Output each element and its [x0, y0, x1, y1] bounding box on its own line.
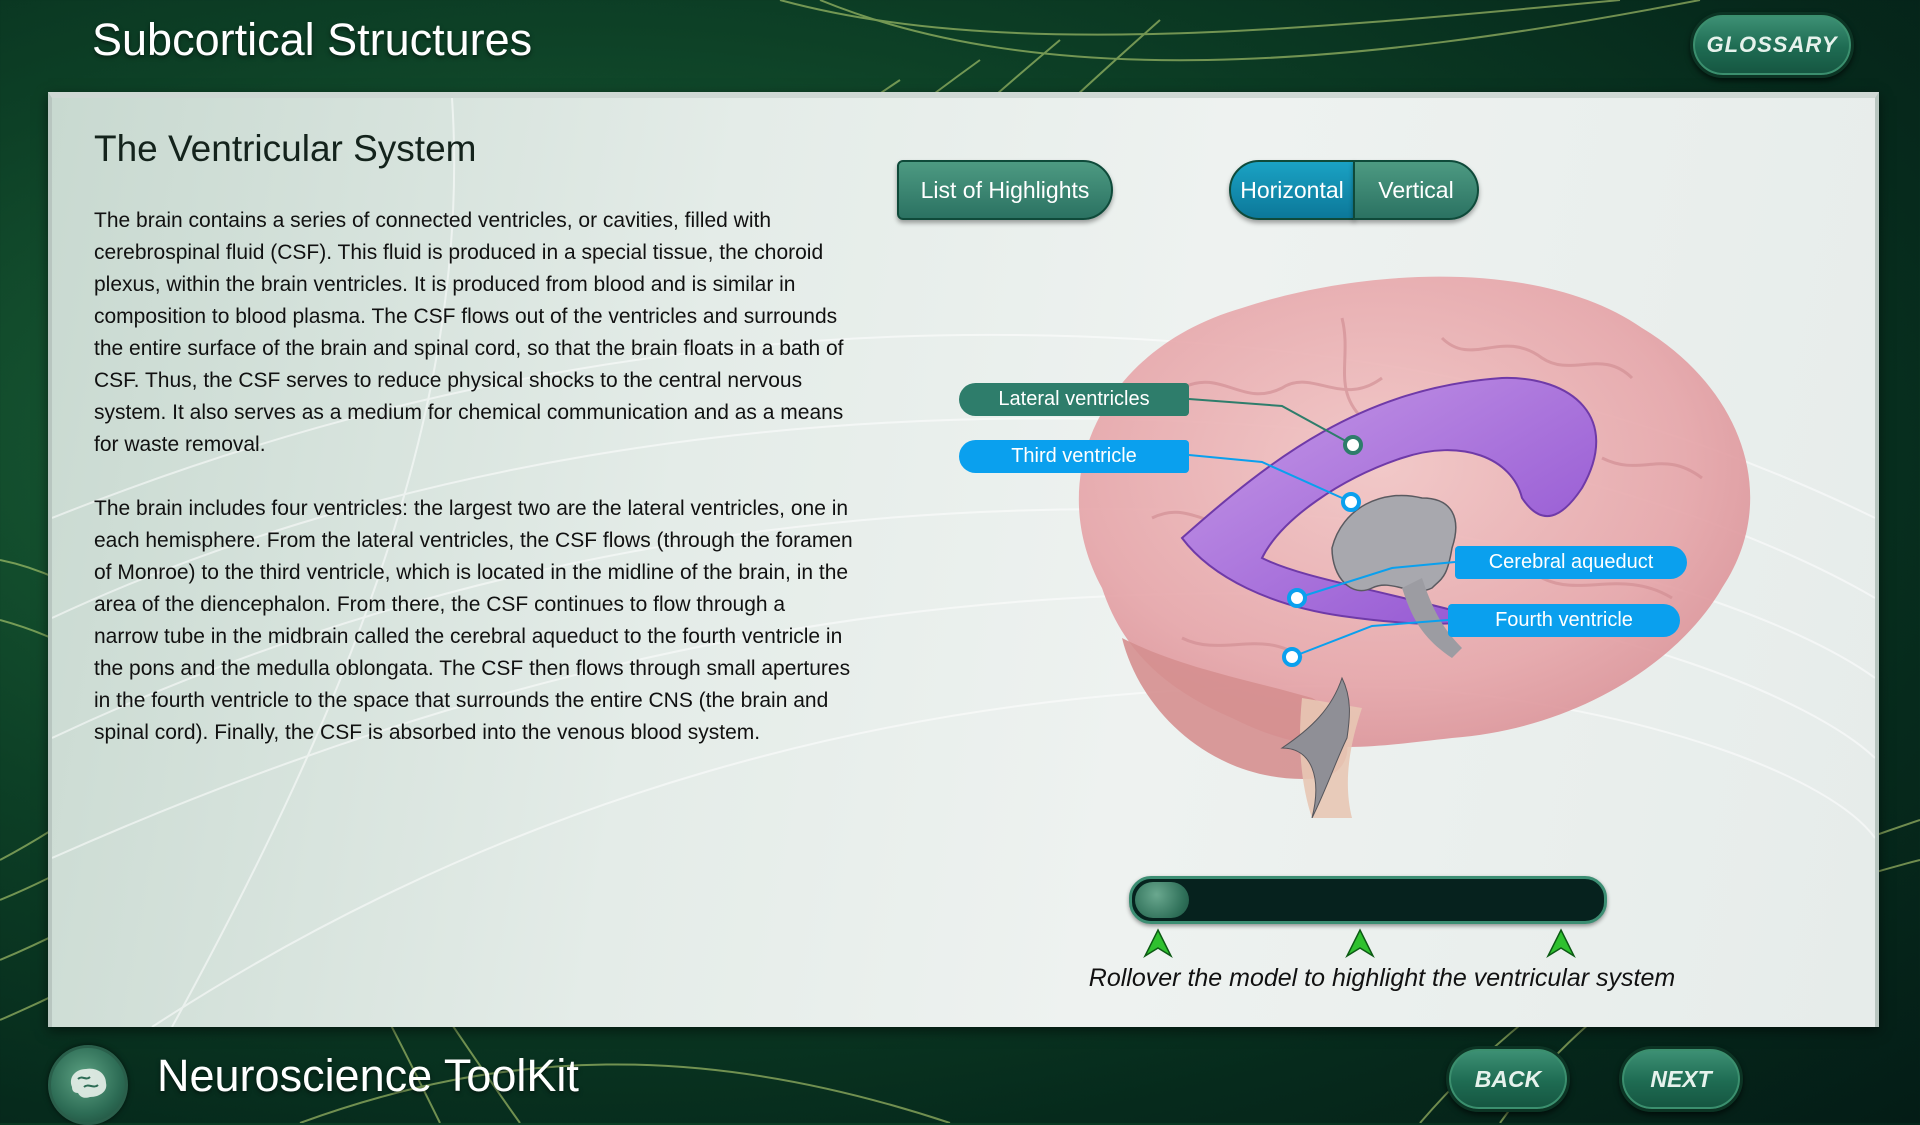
back-button[interactable]: BACK [1446, 1046, 1570, 1112]
fourth-ventricle-shape [1280, 676, 1350, 818]
paragraph-1: The brain contains a series of connected… [94, 209, 844, 456]
label-cerebral-aqueduct[interactable]: Cerebral aqueduct [1455, 546, 1687, 579]
brain-model[interactable] [982, 258, 1812, 818]
app-title: Subcortical Structures [92, 14, 533, 65]
label-lateral-ventricles[interactable]: Lateral ventricles [959, 383, 1189, 416]
brain-logo-icon [48, 1045, 128, 1125]
footer-title: Neuroscience ToolKit [157, 1050, 579, 1101]
rotation-slider[interactable] [1129, 876, 1607, 924]
slider-marker-arrow-icon [1546, 928, 1576, 958]
instruction-text: Rollover the model to highlight the vent… [1088, 964, 1676, 992]
next-button[interactable]: NEXT [1619, 1046, 1743, 1112]
label-fourth-ventricle[interactable]: Fourth ventricle [1448, 604, 1680, 637]
horizontal-view-button[interactable]: Horizontal [1229, 160, 1355, 220]
label-third-ventricle[interactable]: Third ventricle [959, 440, 1189, 473]
section-title: The Ventricular System [94, 128, 477, 169]
vertical-view-button[interactable]: Vertical [1353, 160, 1479, 220]
list-of-highlights-button[interactable]: List of Highlights [897, 160, 1113, 220]
slider-knob[interactable] [1135, 882, 1189, 918]
content-panel: The Ventricular System The brain contain… [48, 92, 1879, 1027]
paragraph-2: The brain includes four ventricles: the … [94, 497, 853, 744]
glossary-button[interactable]: GLOSSARY [1690, 12, 1854, 78]
slider-marker-arrow-icon [1143, 928, 1173, 958]
slider-marker-arrow-icon [1345, 928, 1375, 958]
